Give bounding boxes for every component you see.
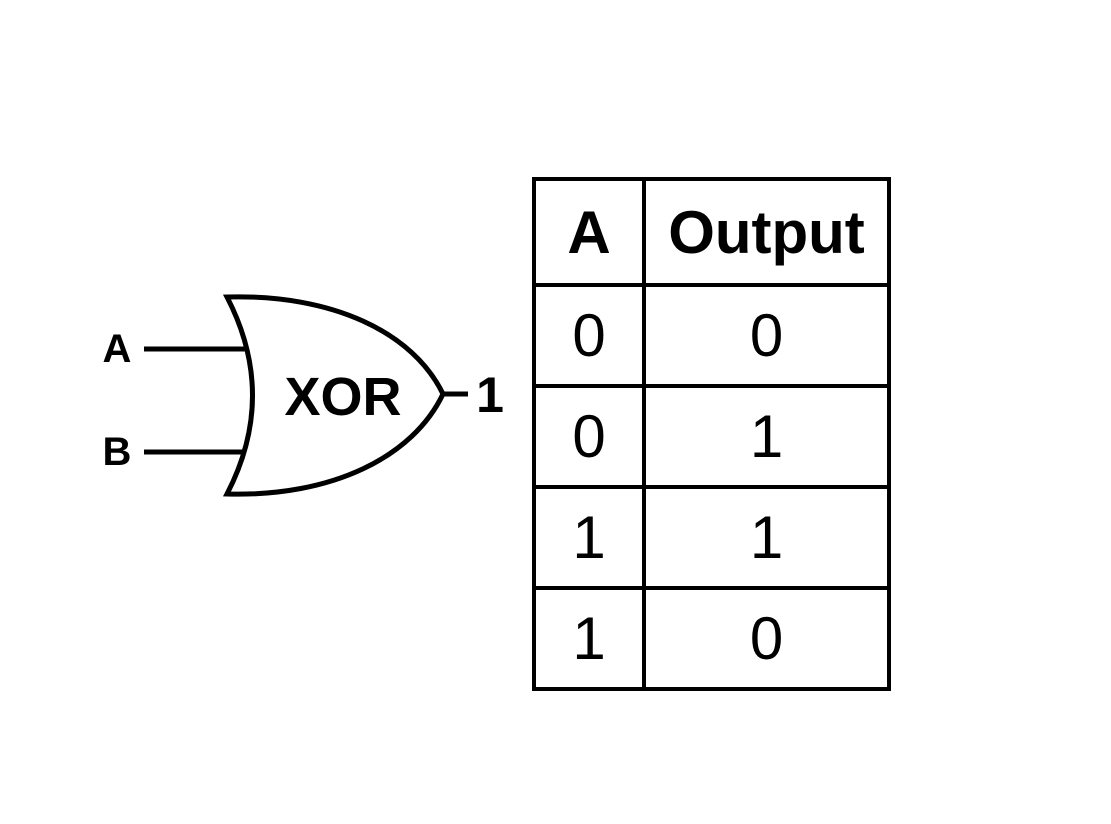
truth-table-header-a: A <box>532 177 646 287</box>
cell-a: 0 <box>532 384 646 489</box>
cell-output: 0 <box>642 283 891 388</box>
output-value-label: 1 <box>476 367 504 423</box>
truth-table-header-row: A Output <box>532 177 891 287</box>
table-row: 0 1 <box>532 384 891 489</box>
input-label-a: A <box>103 327 132 371</box>
truth-table-header-output: Output <box>642 177 891 287</box>
cell-a: 1 <box>532 485 646 590</box>
cell-output: 1 <box>642 485 891 590</box>
cell-output: 1 <box>642 384 891 489</box>
table-row: 0 0 <box>532 283 891 388</box>
truth-table: A Output 0 0 0 1 1 1 1 0 <box>532 177 891 691</box>
input-label-b: B <box>103 430 132 474</box>
gate-type-label: XOR <box>284 367 401 427</box>
cell-a: 0 <box>532 283 646 388</box>
cell-a: 1 <box>532 586 646 691</box>
cell-output: 0 <box>642 586 891 691</box>
table-row: 1 0 <box>532 586 891 691</box>
table-row: 1 1 <box>532 485 891 590</box>
xor-gate-shape <box>222 294 446 497</box>
